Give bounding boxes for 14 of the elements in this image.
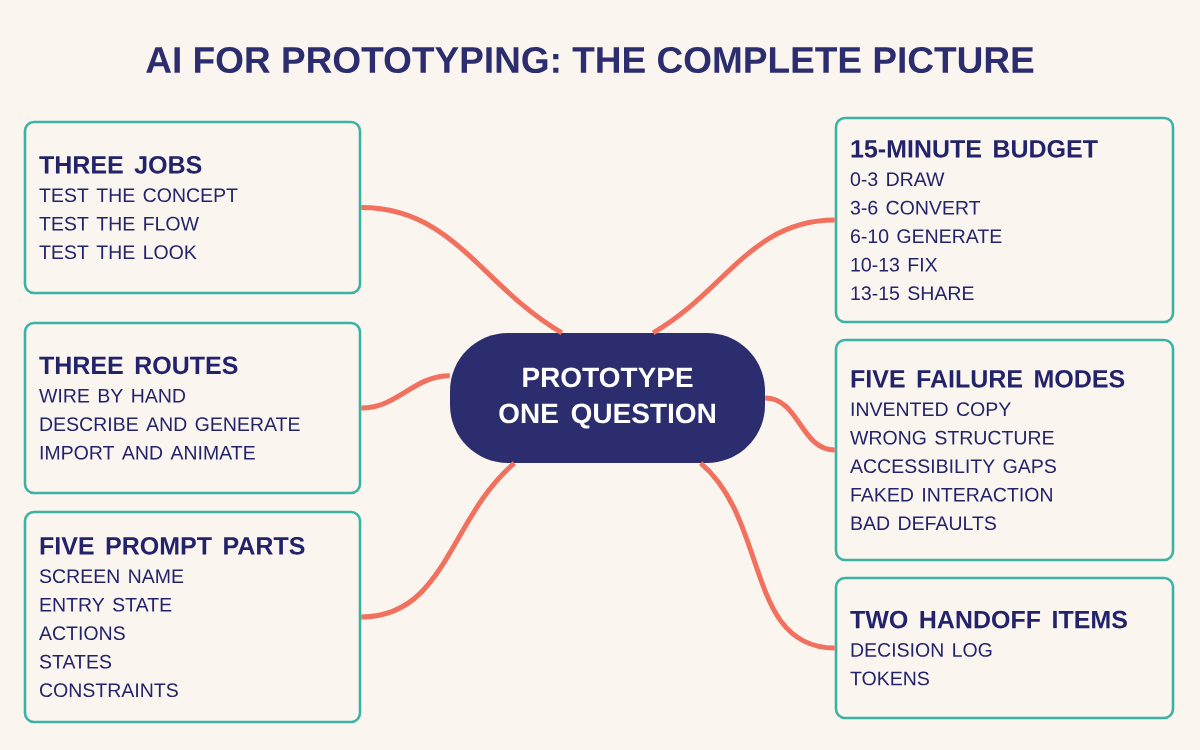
topic-box: TWO HANDOFF ITEMS DECISION LOG TOKENS: [834, 576, 1175, 720]
topic-box: THREE JOBS TEST THE CONCEPT TEST THE FLOW TEST THE LOOK: [23, 120, 362, 295]
connector-curve: [361, 461, 517, 620]
connector-curve: [698, 461, 836, 651]
topic-pill: PROTOTYPE ONE QUESTION: [450, 333, 765, 463]
topic-box: FIVE PROMPT PARTS SCREEN NAME ENTRY STATE ACTIONS STATES CONSTRAINTS: [23, 510, 362, 724]
connector-curve: [361, 205, 564, 335]
topic-box: THREE ROUTES WIRE BY HAND DESCRIBE AND GENERATE IMPORT AND ANIMATE: [23, 321, 362, 495]
connector-curve: [651, 217, 835, 335]
topic-box: 15-MINUTE BUDGET 0-3 DRAW 3-6 CONVERT 6-10 GENERATE 10-13 FIX 13-15 SHARE: [834, 116, 1175, 324]
connector-curve: [764, 395, 836, 453]
title: AI FOR PROTOTYPING: THE COMPLETE PICTURE: [146, 46, 1034, 74]
connector-curve: [361, 373, 450, 411]
topic-box: FIVE FAILURE MODES INVENTED COPY WRONG STRUCTURE ACCESSIBILITY GAPS FAKED INTERACTION BAD DEFAULTS: [834, 338, 1175, 562]
